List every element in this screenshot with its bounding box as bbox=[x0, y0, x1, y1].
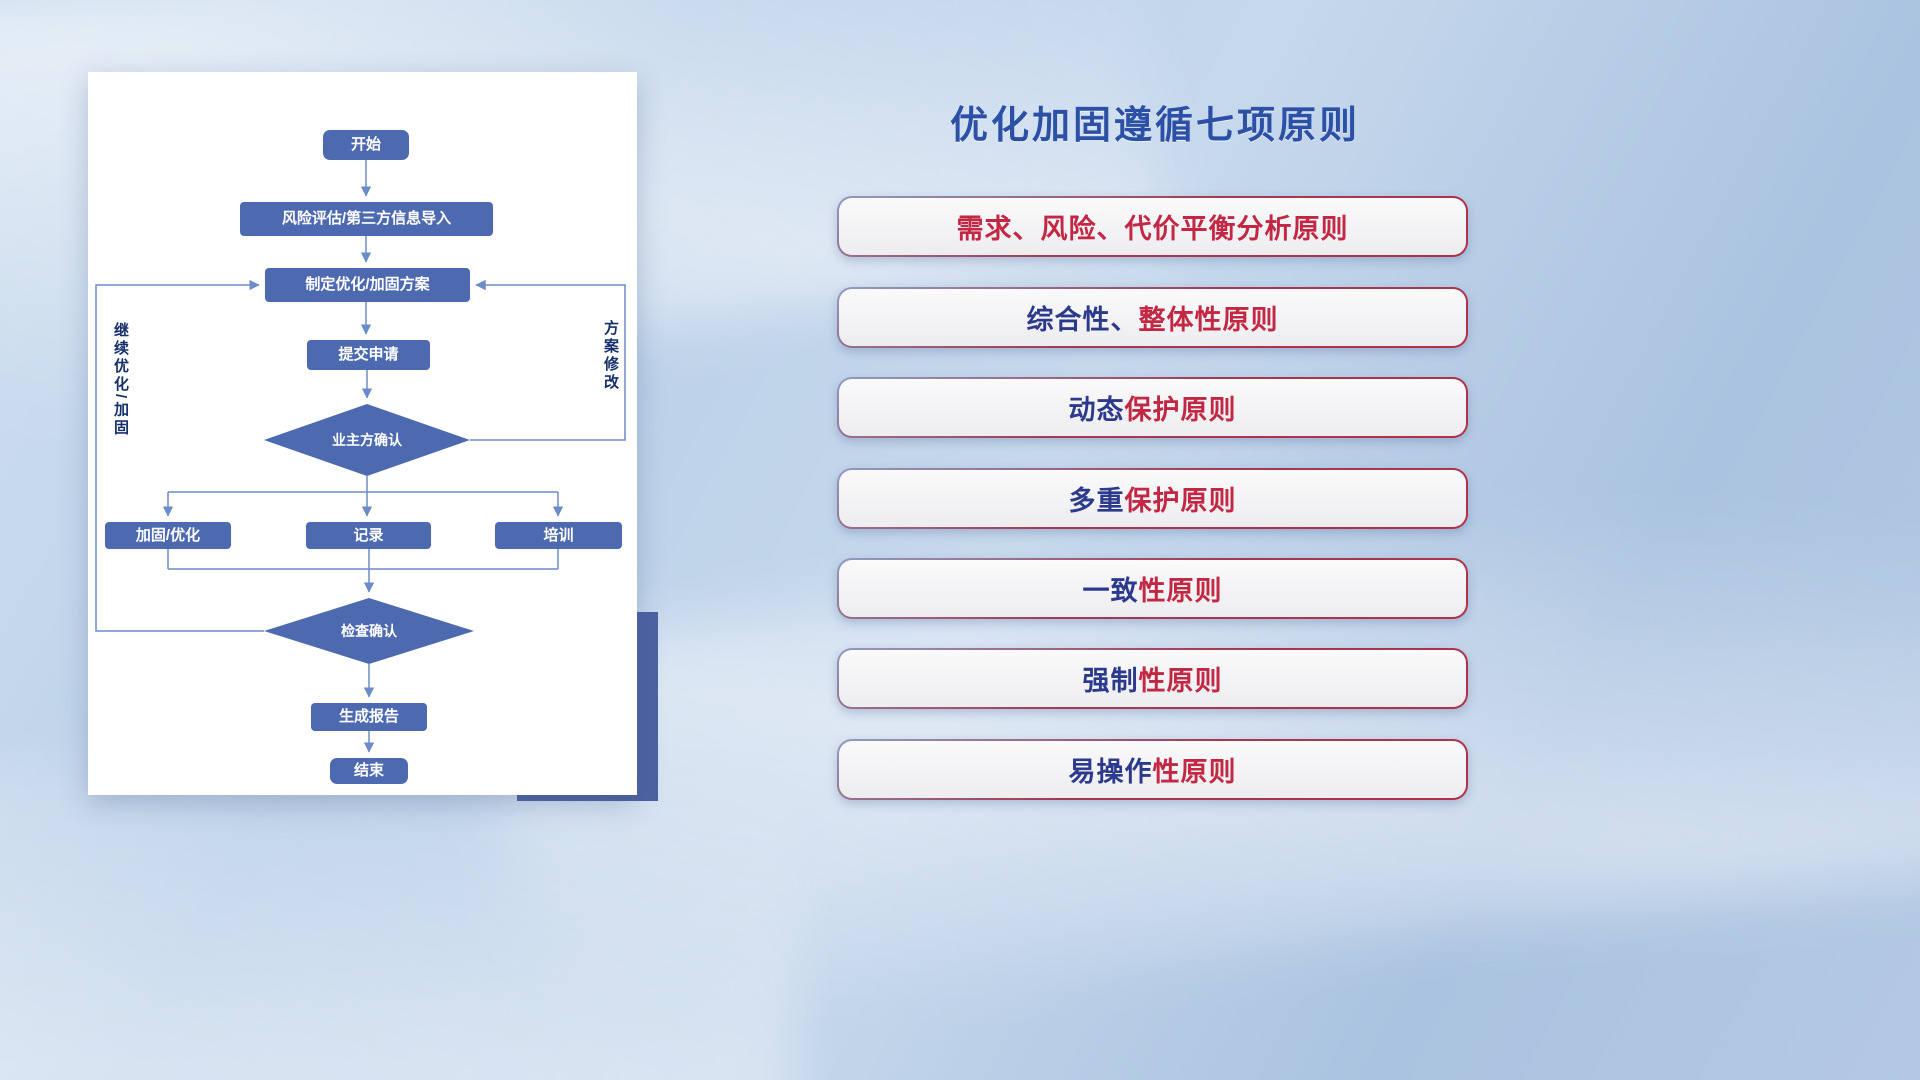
node-start: 开始 bbox=[323, 130, 409, 160]
principle-text: 动态保护原则 bbox=[839, 379, 1466, 436]
principle-text: 多重保护原则 bbox=[839, 470, 1466, 527]
node-risk-import: 风险评估/第三方信息导入 bbox=[240, 202, 493, 236]
principle-box-7: 易操作性原则 bbox=[837, 739, 1468, 800]
principle-box-6: 强制性原则 bbox=[837, 648, 1468, 709]
background-light-streak bbox=[0, 760, 800, 1080]
principle-box-4: 多重保护原则 bbox=[837, 468, 1468, 529]
principle-box-3: 动态保护原则 bbox=[837, 377, 1468, 438]
flowchart-connectors bbox=[95, 160, 626, 753]
principle-keyword: 易操作 bbox=[1068, 757, 1153, 787]
principle-text: 需求、风险、代价平衡分析原则 bbox=[839, 198, 1466, 255]
node-report: 生成报告 bbox=[311, 703, 427, 731]
principle-box-1: 需求、风险、代价平衡分析原则 bbox=[837, 196, 1468, 257]
panel-title: 优化加固遵循七项原则 bbox=[949, 105, 1360, 147]
principle-text: 强制性原则 bbox=[839, 650, 1466, 707]
loop-label-continue-optimize: 继续优化/加固 bbox=[112, 322, 129, 438]
principle-keyword: 多重 bbox=[1068, 486, 1125, 516]
principle-suffix: 保护原则 bbox=[1124, 486, 1237, 516]
node-submit: 提交申请 bbox=[307, 340, 430, 370]
loop-label-plan-modify: 方案修改 bbox=[602, 320, 619, 392]
principle-suffix: 需求、风险、代价平衡分析原则 bbox=[956, 214, 1349, 244]
principle-keyword: 强制 bbox=[1082, 666, 1139, 696]
node-training: 培训 bbox=[495, 522, 622, 549]
principle-keyword: 动态 bbox=[1068, 395, 1125, 425]
node-reinforce: 加固/优化 bbox=[105, 522, 231, 549]
principle-suffix: 保护原则 bbox=[1124, 395, 1237, 425]
principle-suffix: 整体性原则 bbox=[1138, 305, 1279, 335]
principle-suffix: 性原则 bbox=[1138, 666, 1223, 696]
principle-text: 综合性、整体性原则 bbox=[839, 289, 1466, 346]
principle-keyword: 综合性、 bbox=[1026, 305, 1139, 335]
node-record: 记录 bbox=[306, 522, 431, 549]
connector-lines bbox=[95, 160, 626, 753]
principle-box-2: 综合性、整体性原则 bbox=[837, 287, 1468, 348]
principle-keyword: 一致 bbox=[1082, 576, 1139, 606]
node-make-plan: 制定优化/加固方案 bbox=[265, 268, 470, 302]
flowchart-card: 开始 风险评估/第三方信息导入 制定优化/加固方案 提交申请 业主方确认 加固/… bbox=[88, 72, 637, 795]
principle-box-5: 一致性原则 bbox=[837, 558, 1468, 619]
node-end: 结束 bbox=[330, 758, 408, 784]
principle-text: 易操作性原则 bbox=[839, 741, 1466, 798]
principle-suffix: 性原则 bbox=[1152, 757, 1237, 787]
principle-text: 一致性原则 bbox=[839, 560, 1466, 617]
principle-suffix: 性原则 bbox=[1138, 576, 1223, 606]
